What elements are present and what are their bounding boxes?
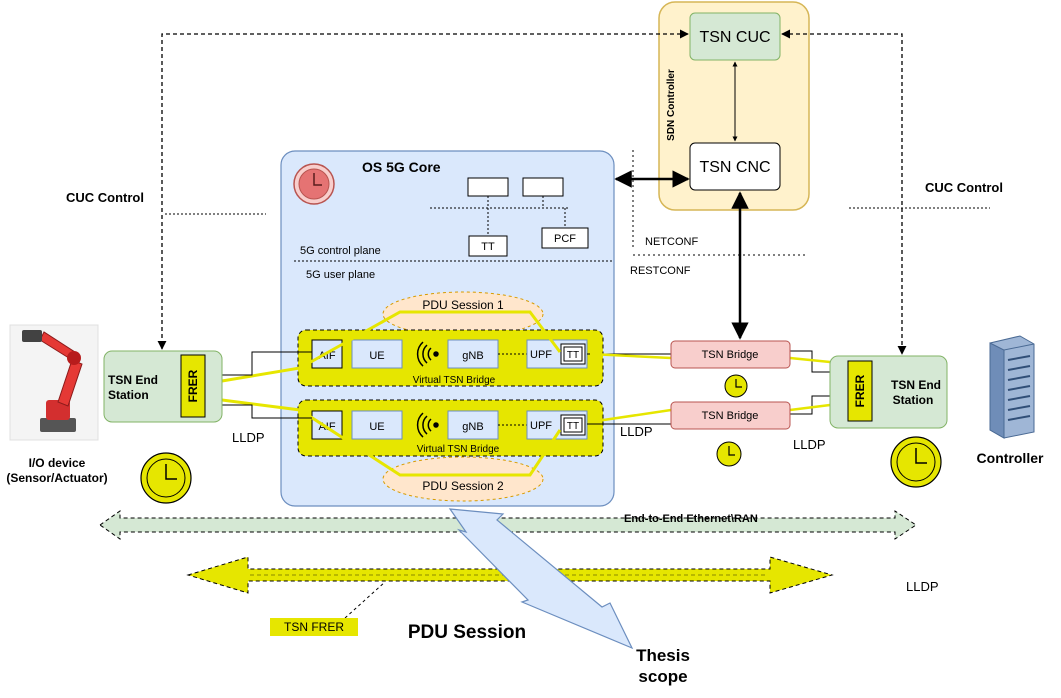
virtual-bridge-label-2: Virtual TSN Bridge [417,444,500,455]
control-plane-label: 5G control plane [300,245,381,257]
tsn-cuc-box [689,12,781,61]
yellow-ethernet-lines [589,352,831,424]
tt-label-2: TT [567,421,579,432]
lldp-right-label: LLDP [793,437,826,452]
tsn-bridge-1-label: TSN Bridge [702,349,759,361]
right-tsn-end-station: FRER TSN End Station [829,355,948,429]
left-station-title-2: Station [108,388,149,402]
ue-label-2: UE [369,421,384,433]
e2e-label: End-to-End Ethernet\RAN [624,513,758,525]
tt-label-1: TT [567,350,579,361]
tsn-cnc-label: TSN CNC [699,159,770,176]
upf-label-1: UPF [530,349,552,361]
aif-label-1: AIF [318,350,335,362]
virtual-bridge-label-1: Virtual TSN Bridge [413,375,496,386]
clock-icon-bridge-2 [716,441,742,467]
io-device-label-1: I/O device [29,456,86,470]
left-frer-box [180,354,206,418]
tsn-bridge-2: TSN Bridge [670,401,791,430]
left-station-title-1: TSN End [108,373,158,387]
pdu-session-label: PDU Session [408,622,526,643]
e2e-ethernet-ran-arrow [99,510,917,540]
server-icon [989,335,1035,439]
core-tt-label: TT [481,241,495,253]
core-title: OS 5G Core [362,159,441,175]
cuc-control-left-label: CUC Control [66,190,144,205]
io-device-label-2: (Sensor/Actuator) [6,471,107,485]
clock-icon-bridge-1 [724,374,748,398]
clock-icon-right [890,436,942,488]
nf-box-2 [522,177,564,197]
tsn-bridge-2-label: TSN Bridge [702,410,759,422]
ue-label-1: UE [369,350,384,362]
clock-icon-left [140,452,192,504]
virtual-tsn-bridge-2: AIF UE gNB UPF TT Virtual TSN Bridge [297,399,604,457]
lldp-bottom-label: LLDP [906,579,939,594]
gnb-label-1: gNB [462,350,483,362]
right-frer-label: FRER [853,374,867,407]
right-station-title-1: TSN End [891,378,941,392]
left-tsn-end-station: TSN End Station FRER [103,350,223,423]
thesis-scope-arrow [448,508,634,650]
robot-arm-icon [9,324,99,441]
tsn-frer-label: TSN FRER [284,620,344,634]
ue-box-2 [351,410,403,440]
nf-box-1 [467,177,509,197]
controller-label: Controller [977,450,1044,466]
pdu-session-2-label: PDU Session 2 [422,479,504,493]
upf-label-2: UPF [530,420,552,432]
right-frer-box [847,360,873,422]
tt-box-2 [560,414,586,436]
lldp-left-label: LLDP [232,430,265,445]
pdu-session-2-ellipse [382,456,544,502]
gnb-label-2: gNB [462,421,483,433]
core-clock-icon [293,163,335,205]
tsn-cnc-box [689,142,781,191]
netconf-label: NETCONF [645,236,698,248]
thesis-scope-label-2: scope [638,667,687,686]
sdn-controller-label: SDN Controller [666,69,677,141]
sdn-controller: SDN Controller TSN CUC TSN CNC [658,1,810,211]
restconf-label: RESTCONF [630,265,691,277]
tsn-frer-box [270,618,358,636]
wireless-icon-2 [416,412,439,438]
virtual-tsn-bridge-1: AIF UE gNB UPF TT Virtual TSN Bridge [297,329,604,387]
cuc-control-right-label: CUC Control [925,180,1003,195]
tsn-bridge-1: TSN Bridge [670,340,791,369]
cuc-control-links [157,29,907,355]
tsn-frer-pointer [344,581,386,619]
tsn-cuc-label: TSN CUC [699,29,770,46]
thesis-scope-label-1: Thesis [636,646,690,665]
pdu-session-1-label: PDU Session 1 [422,298,504,312]
user-plane-label: 5G user plane [306,269,375,281]
left-frer-label: FRER [186,369,200,402]
gnb-box-2 [447,410,499,440]
pcf-label: PCF [554,233,576,245]
lldp-mid-label: LLDP [620,424,653,439]
right-station-title-2: Station [893,393,934,407]
